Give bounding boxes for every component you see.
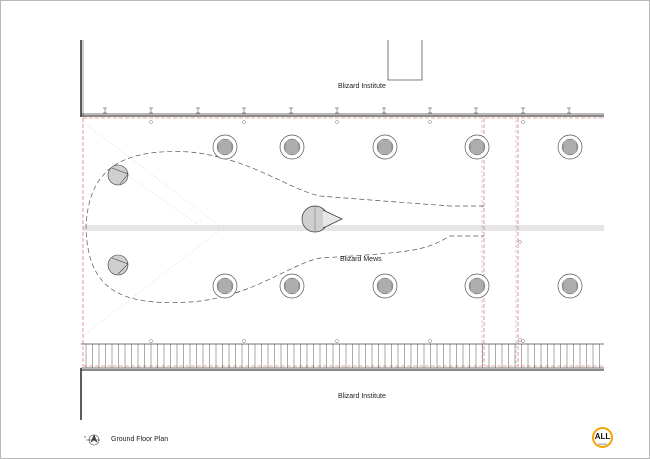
column-marker bbox=[149, 107, 153, 114]
plan-title: Ground Floor Plan bbox=[111, 436, 169, 443]
column-marker bbox=[242, 107, 246, 114]
tree-icon bbox=[279, 273, 305, 299]
light-point bbox=[149, 120, 153, 124]
left-wall bbox=[80, 40, 84, 420]
tree-group bbox=[212, 134, 583, 299]
column-marker bbox=[428, 107, 432, 114]
tree-icon bbox=[464, 134, 490, 160]
fence-slats bbox=[85, 344, 600, 368]
top-building-outline bbox=[387, 40, 423, 81]
top-building-label: Blizard Institute bbox=[338, 83, 386, 90]
svg-text:N: N bbox=[84, 435, 86, 439]
top-facade bbox=[81, 113, 604, 117]
logo-subtext: design bbox=[598, 442, 607, 446]
light-point bbox=[428, 120, 432, 124]
site-boundary bbox=[82, 117, 604, 367]
sculpture-icon bbox=[301, 205, 343, 233]
tree-icon bbox=[372, 134, 398, 160]
sculpture-icon bbox=[107, 164, 129, 186]
light-point bbox=[149, 339, 153, 343]
tree-icon bbox=[279, 134, 305, 160]
centre-axis bbox=[83, 225, 604, 231]
light-point bbox=[242, 120, 246, 124]
logo-text: ALL bbox=[594, 432, 611, 441]
right-light-points bbox=[518, 240, 522, 342]
tree-icon bbox=[557, 134, 583, 160]
sight-lines bbox=[82, 121, 221, 337]
light-point bbox=[242, 339, 246, 343]
tree-icon bbox=[464, 273, 490, 299]
bottom-facade bbox=[81, 343, 604, 371]
light-point bbox=[521, 339, 525, 343]
north-arrow-icon: N bbox=[84, 434, 100, 446]
bottom-light-points bbox=[149, 339, 525, 343]
light-point bbox=[335, 339, 339, 343]
mews-label: Blizard Mews bbox=[340, 256, 382, 263]
column-marker bbox=[335, 107, 339, 114]
top-column-markers bbox=[103, 107, 571, 114]
sculpture-icon bbox=[107, 254, 129, 276]
bottom-building-label: Blizard Institute bbox=[338, 393, 386, 400]
column-marker bbox=[289, 107, 293, 114]
light-point bbox=[521, 120, 525, 124]
tree-icon bbox=[372, 273, 398, 299]
light-point bbox=[428, 339, 432, 343]
circulation-path bbox=[85, 151, 484, 303]
top-light-points bbox=[149, 120, 525, 124]
column-marker bbox=[196, 107, 200, 114]
column-marker bbox=[103, 107, 107, 114]
tree-icon bbox=[212, 273, 238, 299]
tree-icon bbox=[212, 134, 238, 160]
tree-icon bbox=[557, 273, 583, 299]
grid-lines bbox=[481, 120, 517, 364]
column-marker bbox=[521, 107, 525, 114]
column-marker bbox=[474, 107, 478, 114]
column-marker bbox=[567, 107, 571, 114]
column-marker bbox=[382, 107, 386, 114]
light-point bbox=[335, 120, 339, 124]
brand-logo: ALL design bbox=[592, 427, 613, 448]
